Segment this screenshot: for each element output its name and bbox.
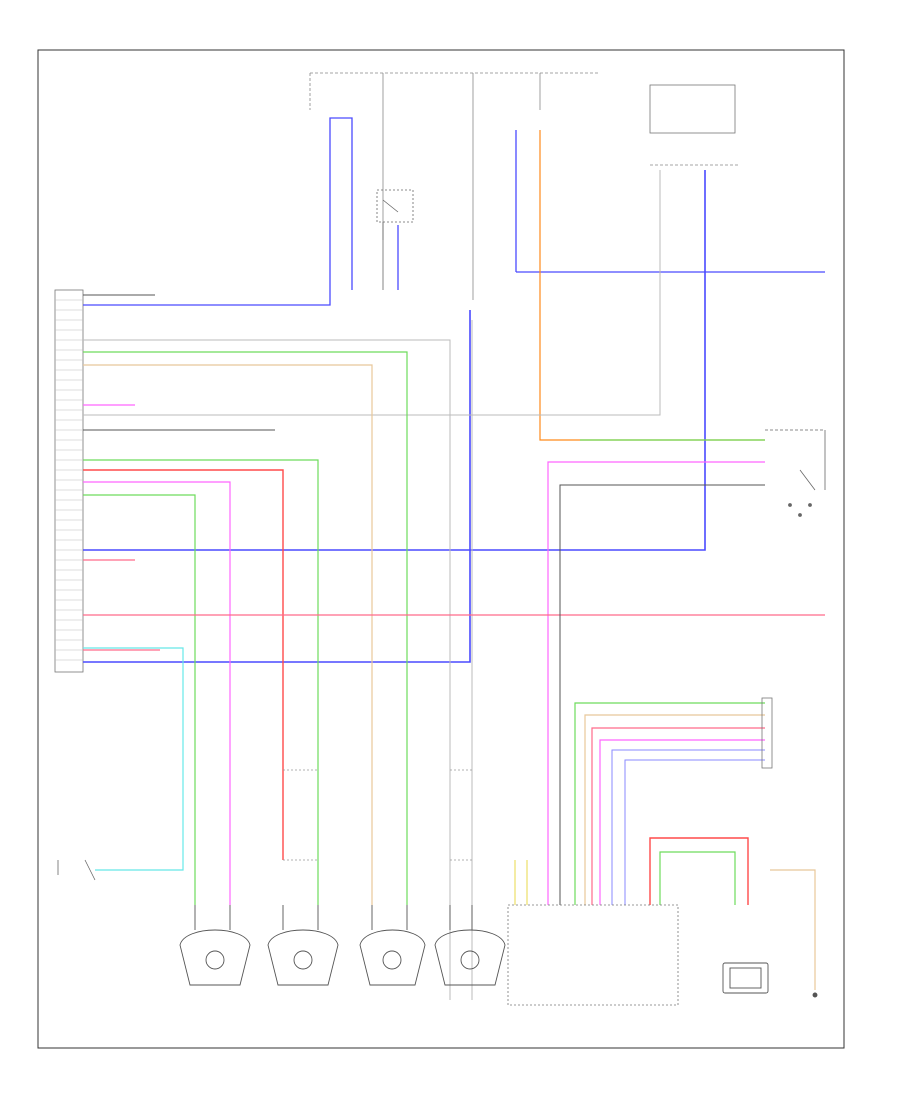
brake-actuator-connector [54, 289, 84, 673]
wire-red [83, 469, 749, 905]
junction-left [57, 859, 96, 881]
left-front-speed-sensor [179, 905, 251, 986]
brake-position-sensor [722, 962, 769, 994]
wire-black [83, 294, 765, 905]
wire-violet [611, 749, 765, 905]
sensor-harness-dashes [283, 769, 472, 861]
diagram-frame [37, 49, 845, 1049]
wire-pink-horizontal [83, 559, 825, 905]
transmission-floor-shift-assembly [765, 429, 826, 517]
wire-blue-upper [83, 117, 825, 306]
wire-gray [83, 170, 661, 1000]
wire-cyan [83, 647, 184, 871]
stop-light-switch-assembly [376, 189, 414, 290]
right-rear-speed-sensor [267, 905, 339, 986]
wire-orange [539, 130, 765, 441]
power-bus-top [309, 72, 738, 300]
wire-blue-long [83, 170, 706, 663]
wire-yellow [514, 860, 528, 905]
transmission-control-switch [761, 697, 773, 769]
wire-pink [83, 404, 765, 905]
left-rear-speed-sensor [434, 905, 506, 986]
wire-tan [83, 364, 816, 990]
ecu [507, 904, 679, 1006]
wire-green [83, 351, 765, 905]
right-front-speed-sensor [359, 905, 426, 986]
ground [812, 992, 818, 998]
